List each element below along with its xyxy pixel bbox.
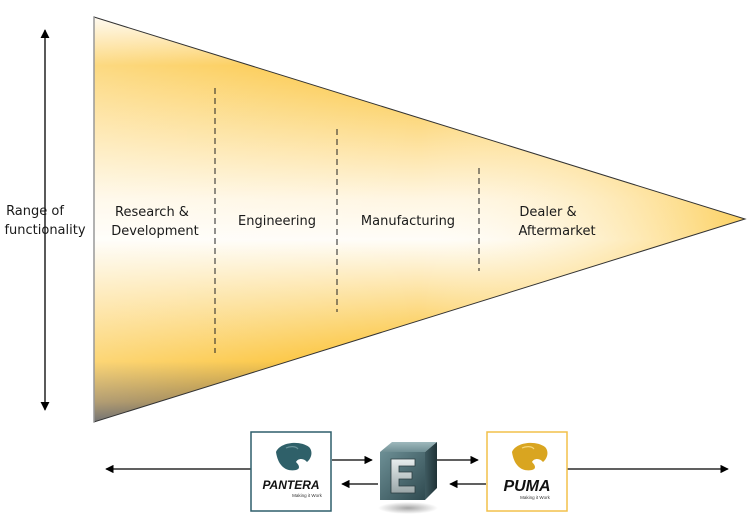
stage-dealer-aftermarket: Dealer & Aftermarket bbox=[518, 205, 595, 239]
panther-head-icon bbox=[276, 442, 312, 471]
stage-engineering: Engineering bbox=[238, 214, 316, 229]
pantera-name: PANTERA bbox=[262, 478, 319, 492]
puma-logo-box[interactable]: PUMA Making it Work bbox=[486, 431, 568, 512]
puma-name: PUMA bbox=[503, 478, 550, 495]
stage-research-development: Research & Development bbox=[111, 205, 199, 239]
stage-label-line1: Research & bbox=[115, 205, 189, 220]
range-label-line1: Range of bbox=[6, 204, 64, 219]
stage-label-line2: Development bbox=[111, 224, 199, 239]
funnel-shape bbox=[93, 16, 747, 423]
stage-manufacturing: Manufacturing bbox=[361, 214, 455, 229]
stage-label-line1: Engineering bbox=[238, 214, 316, 229]
range-label-line2: functionality bbox=[4, 223, 85, 238]
stage-label-line1: Dealer & bbox=[519, 205, 576, 220]
e-cube-icon bbox=[378, 442, 438, 514]
puma-tagline: Making it Work bbox=[520, 495, 550, 500]
pantera-tagline: Making it Work bbox=[292, 493, 322, 498]
puma-head-icon bbox=[512, 442, 548, 471]
stage-label-line2: Aftermarket bbox=[518, 224, 595, 239]
stage-label-line1: Manufacturing bbox=[361, 214, 455, 229]
pantera-logo-box[interactable]: PANTERA Making it Work bbox=[250, 431, 332, 512]
